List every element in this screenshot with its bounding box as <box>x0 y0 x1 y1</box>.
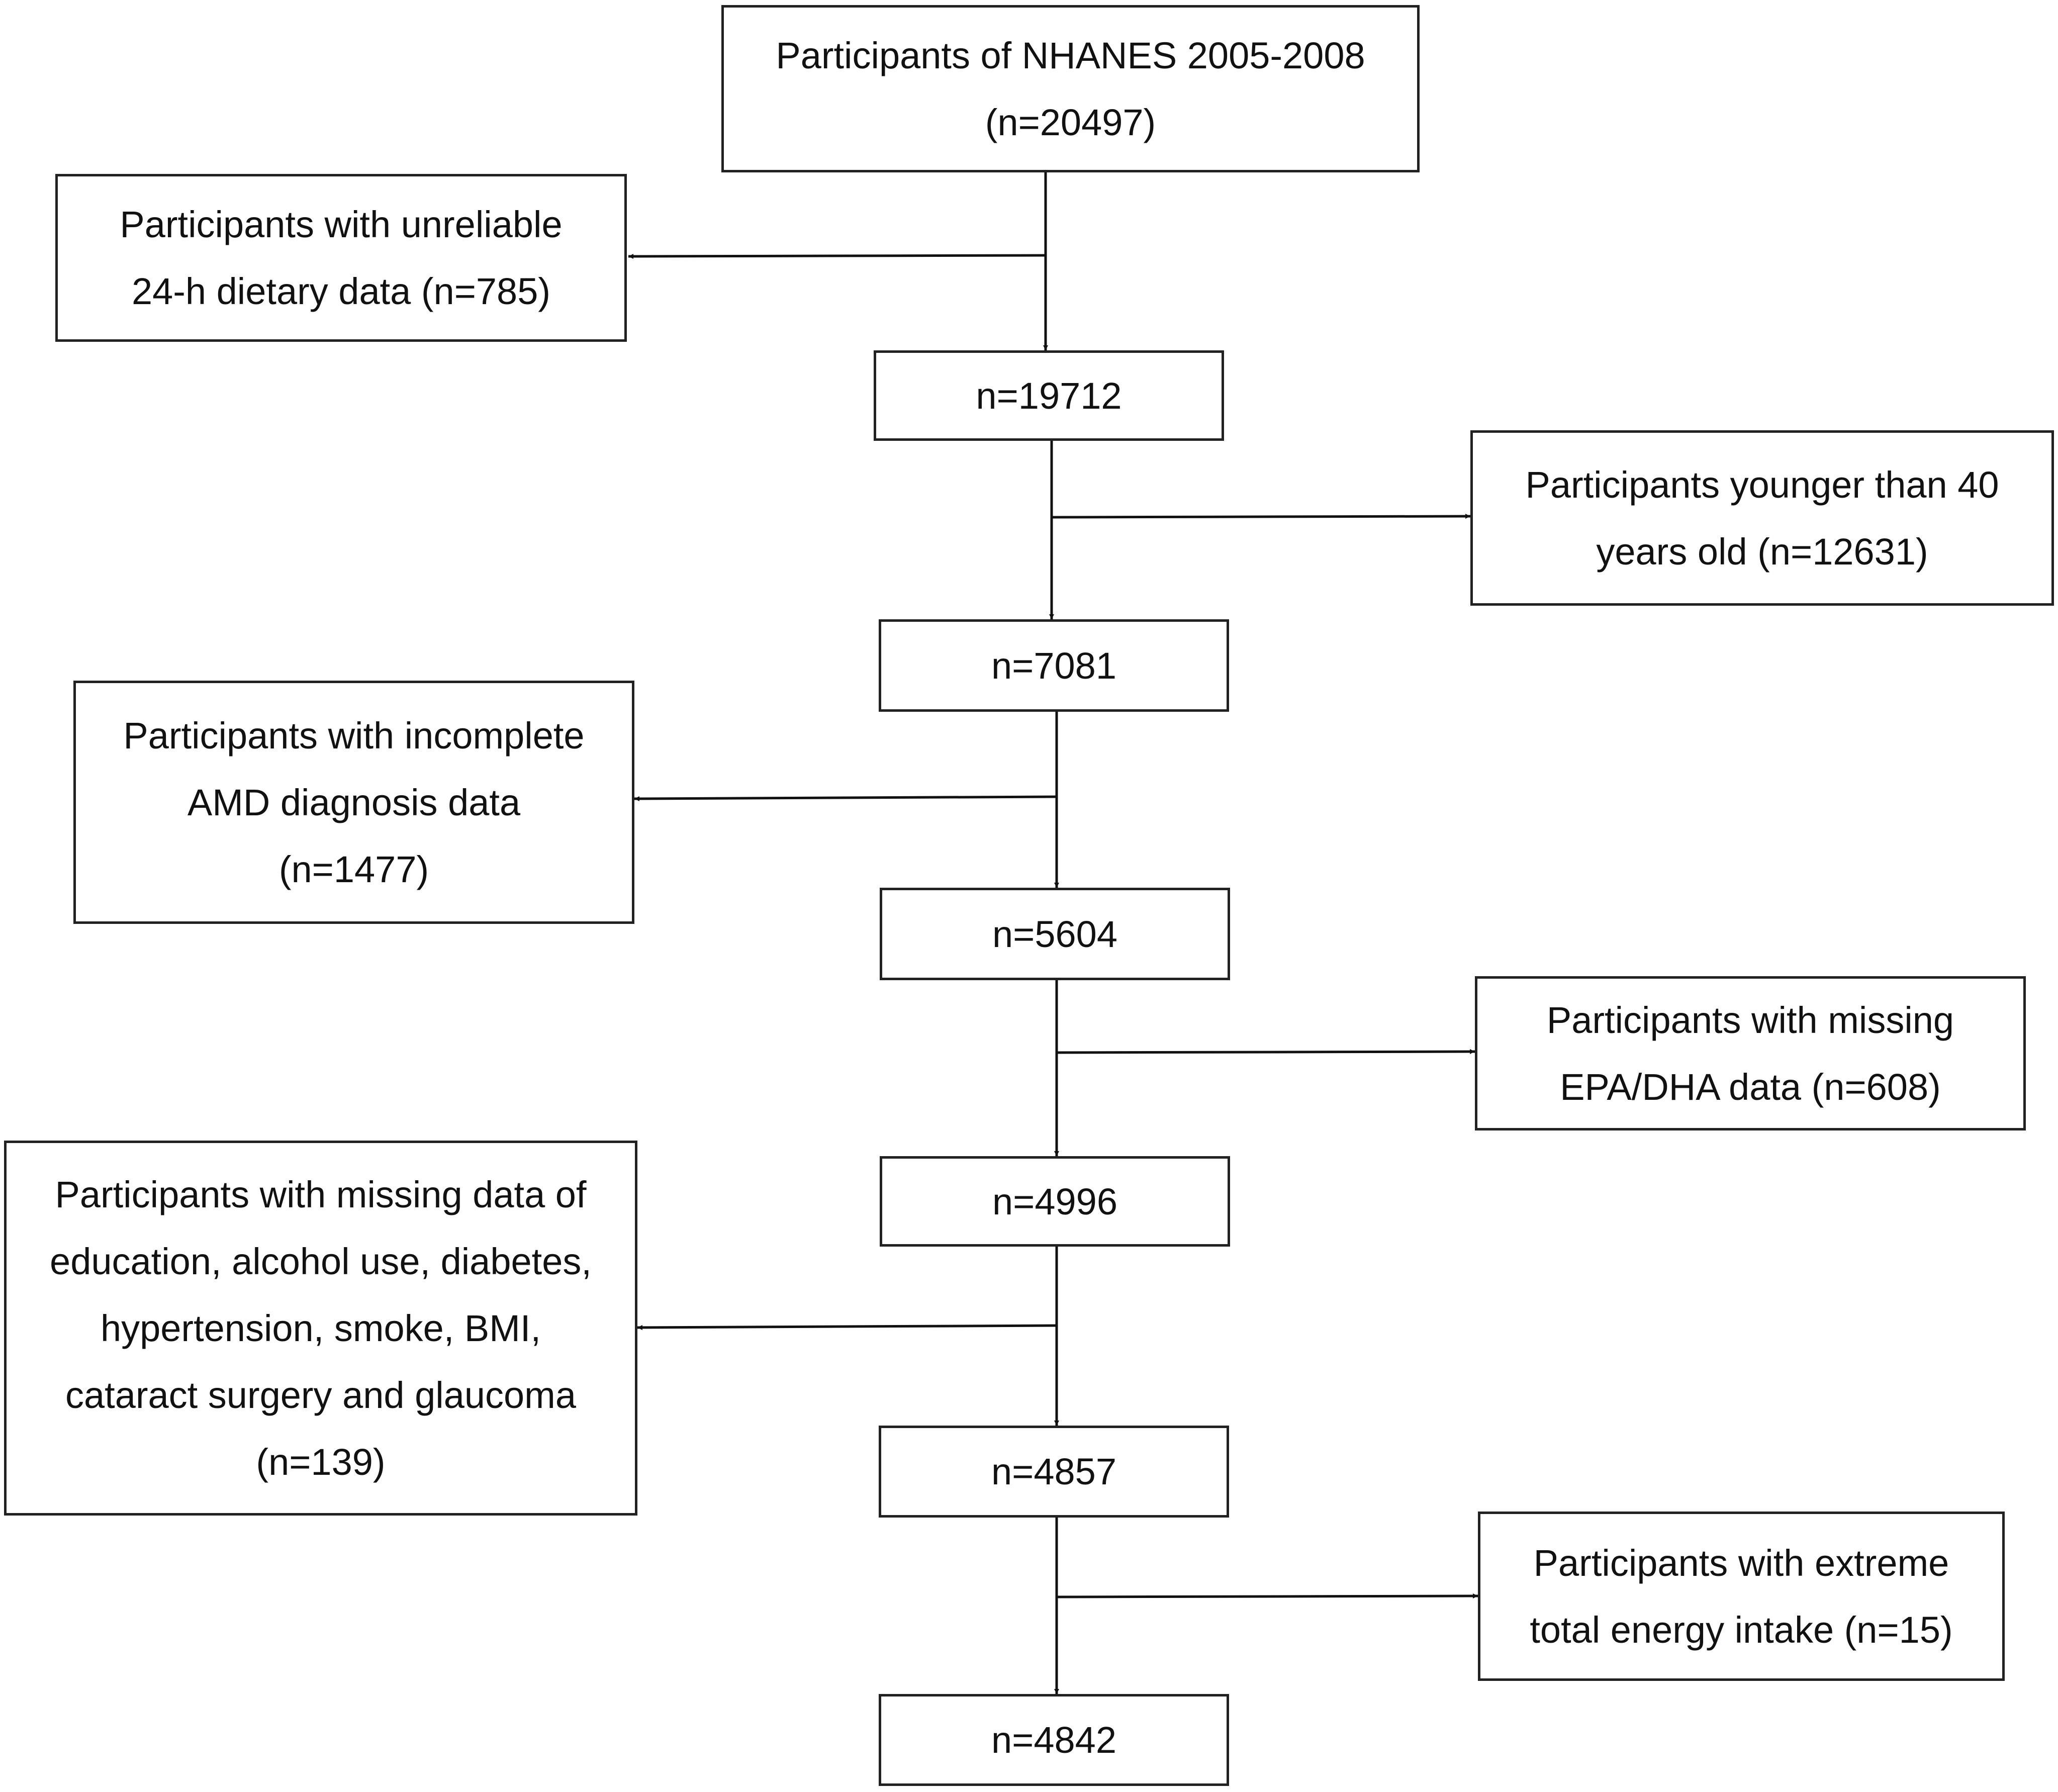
box-text-line: cataract surgery and glaucoma <box>65 1374 576 1416</box>
box-n-5604: n=5604 <box>880 888 1230 980</box>
box-text-line: (n=1477) <box>278 848 429 890</box>
exclusion-arrow-1 <box>628 253 1046 259</box>
box-text-line: Participants younger than 40 <box>1525 463 1999 506</box>
exclusion-box-missing-covariates: Participants with missing data of educat… <box>4 1141 637 1516</box>
exclusion-arrow-5 <box>637 1324 1057 1330</box>
box-text-line: n=4996 <box>992 1180 1117 1222</box>
box-text-line: AMD diagnosis data <box>187 781 521 823</box>
box-text-line: Participants with unreliable <box>120 204 563 245</box>
box-n-19712: n=19712 <box>874 350 1224 441</box>
box-text-line: Participants with incomplete <box>123 714 585 757</box>
box-text-line: (n=20497) <box>985 101 1156 143</box>
exclusion-arrow-4 <box>1056 1049 1475 1055</box>
box-text-line: n=4842 <box>991 1719 1116 1761</box>
box-text-line: n=4857 <box>991 1451 1116 1492</box>
box-text-line: n=5604 <box>992 913 1117 955</box>
exclusion-box-incomplete-amd: Participants with incomplete AMD diagnos… <box>73 681 634 924</box>
box-text-line: n=19712 <box>976 374 1122 417</box>
box-text-line: hypertension, smoke, BMI, <box>100 1307 541 1349</box>
box-text-line: years old (n=12631) <box>1596 530 1928 573</box>
exclusion-arrow-6 <box>1056 1593 1478 1599</box>
box-text-line: total energy intake (n=15) <box>1530 1609 1953 1651</box>
exclusion-box-younger-than-40: Participants younger than 40 years old (… <box>1470 430 2054 606</box>
box-text-line: education, alcohol use, diabetes, <box>50 1240 592 1282</box>
box-text-line: Participants with missing data of <box>55 1173 587 1215</box>
box-text-line: Participants of NHANES 2005-2008 <box>776 34 1365 76</box>
box-text-line: EPA/DHA data (n=608) <box>1560 1066 1941 1108</box>
box-n-4996: n=4996 <box>880 1156 1230 1247</box>
exclusion-box-unreliable-dietary: Participants with unreliable 24-h dietar… <box>55 174 627 342</box>
box-n-4857: n=4857 <box>879 1426 1229 1518</box>
exclusion-arrow-2 <box>1051 514 1471 519</box>
box-text-line: 24-h dietary data (n=785) <box>131 270 551 312</box>
exclusion-box-missing-epa-dha: Participants with missing EPA/DHA data (… <box>1475 976 2026 1130</box>
box-text-line: n=7081 <box>991 644 1116 687</box>
box-text-line: (n=139) <box>256 1441 386 1483</box>
box-text-line: Participants with missing <box>1546 999 1954 1041</box>
exclusion-arrow-3 <box>634 795 1057 801</box>
box-text-line: Participants with extreme <box>1533 1542 1949 1584</box>
exclusion-box-extreme-energy: Participants with extreme total energy i… <box>1478 1512 2005 1681</box>
box-nhanes-participants: Participants of NHANES 2005-2008 (n=2049… <box>721 5 1420 172</box>
box-n-7081: n=7081 <box>879 619 1229 712</box>
box-n-4842: n=4842 <box>879 1694 1229 1786</box>
